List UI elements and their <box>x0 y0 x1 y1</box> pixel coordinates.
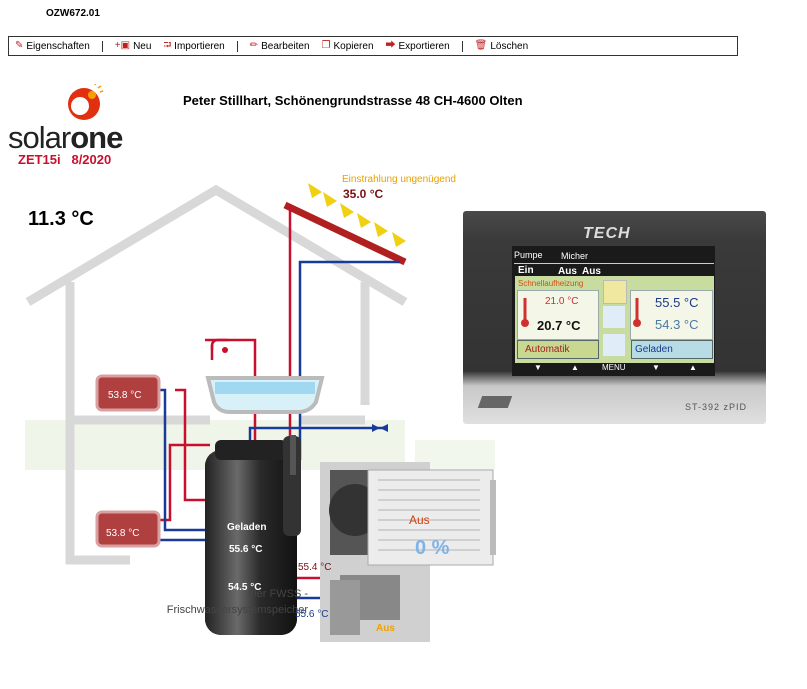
mode-label: Automatik <box>525 344 570 355</box>
tank-temp-box <box>630 290 713 340</box>
state-2: Aus <box>558 266 577 277</box>
export-icon: ⮕ <box>385 40 396 51</box>
solar-collector <box>283 201 407 266</box>
wrench-icon: ✎ <box>15 40 24 51</box>
arrow-up-icon[interactable]: ▲ <box>571 363 579 372</box>
import-icon: ⮒ <box>163 40 172 51</box>
radiator-lower-temp: 53.8 °C <box>106 528 140 539</box>
controller-tank-top: 55.5 °C <box>655 295 699 310</box>
tank-top-temp: 55.6 °C <box>229 544 263 555</box>
pump-label: Pumpe <box>514 250 543 260</box>
solar-status: Einstrahlung ungenügend <box>342 174 456 185</box>
tank-state-label: Geladen <box>635 344 673 355</box>
document-id: OZW672.01 <box>46 8 100 19</box>
pump-icon <box>603 306 625 328</box>
sun-rays-icon <box>308 183 406 247</box>
controller-brand: TECH <box>583 225 631 242</box>
logo-text-a: solar <box>8 120 71 155</box>
copy-label: Kopieren <box>333 40 374 52</box>
radiator-upper-temp: 53.8 °C <box>108 390 142 401</box>
bathtub-icon <box>205 376 325 414</box>
tank-bottom-temp: 54.5 °C <box>228 582 262 593</box>
house-outline <box>25 184 408 565</box>
properties-label: Eigenschaften <box>26 40 90 52</box>
edit-button[interactable]: ✏ Bearbeiten <box>244 41 316 52</box>
state-3: Aus <box>582 266 601 277</box>
mode-icon <box>603 280 627 304</box>
room-set-temp: 21.0 °C <box>545 296 579 307</box>
logo-sun-icon <box>68 84 104 120</box>
arrow-down-icon[interactable]: ▼ <box>652 363 660 372</box>
tank-caption-line2: Frischwassersystemspeicher <box>166 604 308 616</box>
toolbar-separator <box>461 40 463 52</box>
toolbar-separator <box>236 40 238 52</box>
pipe-cold-temp: 55.6 °C <box>295 609 329 620</box>
mixer-label: Micher <box>561 251 589 261</box>
new-button[interactable]: +▣ Neu <box>109 41 158 52</box>
mode-box[interactable] <box>517 340 599 359</box>
new-image-icon: +▣ <box>114 40 131 51</box>
export-label: Exportieren <box>398 40 450 52</box>
valve-icon <box>372 424 388 432</box>
pump-state: Ein <box>518 265 534 276</box>
collector-temperature: 35.0 °C <box>343 187 384 201</box>
copy-button[interactable]: ❐ Kopieren <box>316 41 380 52</box>
heat-pump-bottom-status: Aus <box>376 623 395 634</box>
thermometer-icon <box>521 298 529 328</box>
screen-divider <box>514 263 714 264</box>
radiator-upper <box>95 374 161 412</box>
pipe-hot-temp: 55.4 °C <box>298 562 332 573</box>
toolbar-separator <box>101 40 103 52</box>
logo-wordmark: solarone <box>8 120 123 156</box>
room-actual-temp: 20.7 °C <box>537 318 581 333</box>
room-temp-box <box>517 290 599 340</box>
edit-label: Bearbeiten <box>261 40 310 52</box>
storage-tank <box>205 435 301 635</box>
tap-icon <box>210 338 228 360</box>
import-button[interactable]: ⮒ Importieren <box>157 41 230 52</box>
heat-pump-status: Aus <box>409 513 430 527</box>
arrow-down-icon[interactable]: ▼ <box>534 363 542 372</box>
tank-caption-line1: Der FWSS - <box>248 588 308 600</box>
import-label: Importieren <box>174 40 225 52</box>
pencil-icon: ✏ <box>249 40 259 51</box>
copy-icon: ❐ <box>321 40 331 51</box>
rapid-heating-label: Schnellaufheizung <box>518 279 584 288</box>
tank-state-box <box>631 340 713 359</box>
delete-label: Löschen <box>490 40 529 52</box>
mixer-icon <box>603 334 625 356</box>
controller-model: ST-392 zPID <box>685 402 748 412</box>
arrow-up-icon[interactable]: ▲ <box>689 363 697 372</box>
trash-icon: 🗑 <box>474 40 488 51</box>
tank-status: Geladen <box>227 522 267 533</box>
heat-pump-unit <box>320 462 496 642</box>
outside-temperature: 11.3 °C <box>28 208 94 230</box>
owner-address: Peter Stillhart, Schönengrundstrasse 48 … <box>183 93 523 108</box>
brand-chip-icon <box>477 396 513 408</box>
export-button[interactable]: ⮕ Exportieren <box>380 41 456 52</box>
delete-button[interactable]: 🗑 Löschen <box>469 41 535 52</box>
new-label: Neu <box>133 40 152 52</box>
menu-button[interactable]: MENU <box>602 363 626 372</box>
model-label: ZET15i 8/2020 <box>18 152 112 167</box>
toolbar: ✎ Eigenschaften +▣ Neu ⮒ Importieren ✏ B… <box>8 36 738 56</box>
radiator-lower <box>95 510 161 548</box>
thermometer-icon <box>633 298 641 328</box>
controller-tank-bottom: 54.3 °C <box>655 317 699 332</box>
properties-button[interactable]: ✎ Eigenschaften <box>9 41 96 52</box>
heat-pump-percent: 0 % <box>415 537 450 559</box>
tank-caption: Der FWSS - Frischwassersystemspeicher <box>118 586 308 618</box>
logo-text-b: one <box>70 120 123 155</box>
